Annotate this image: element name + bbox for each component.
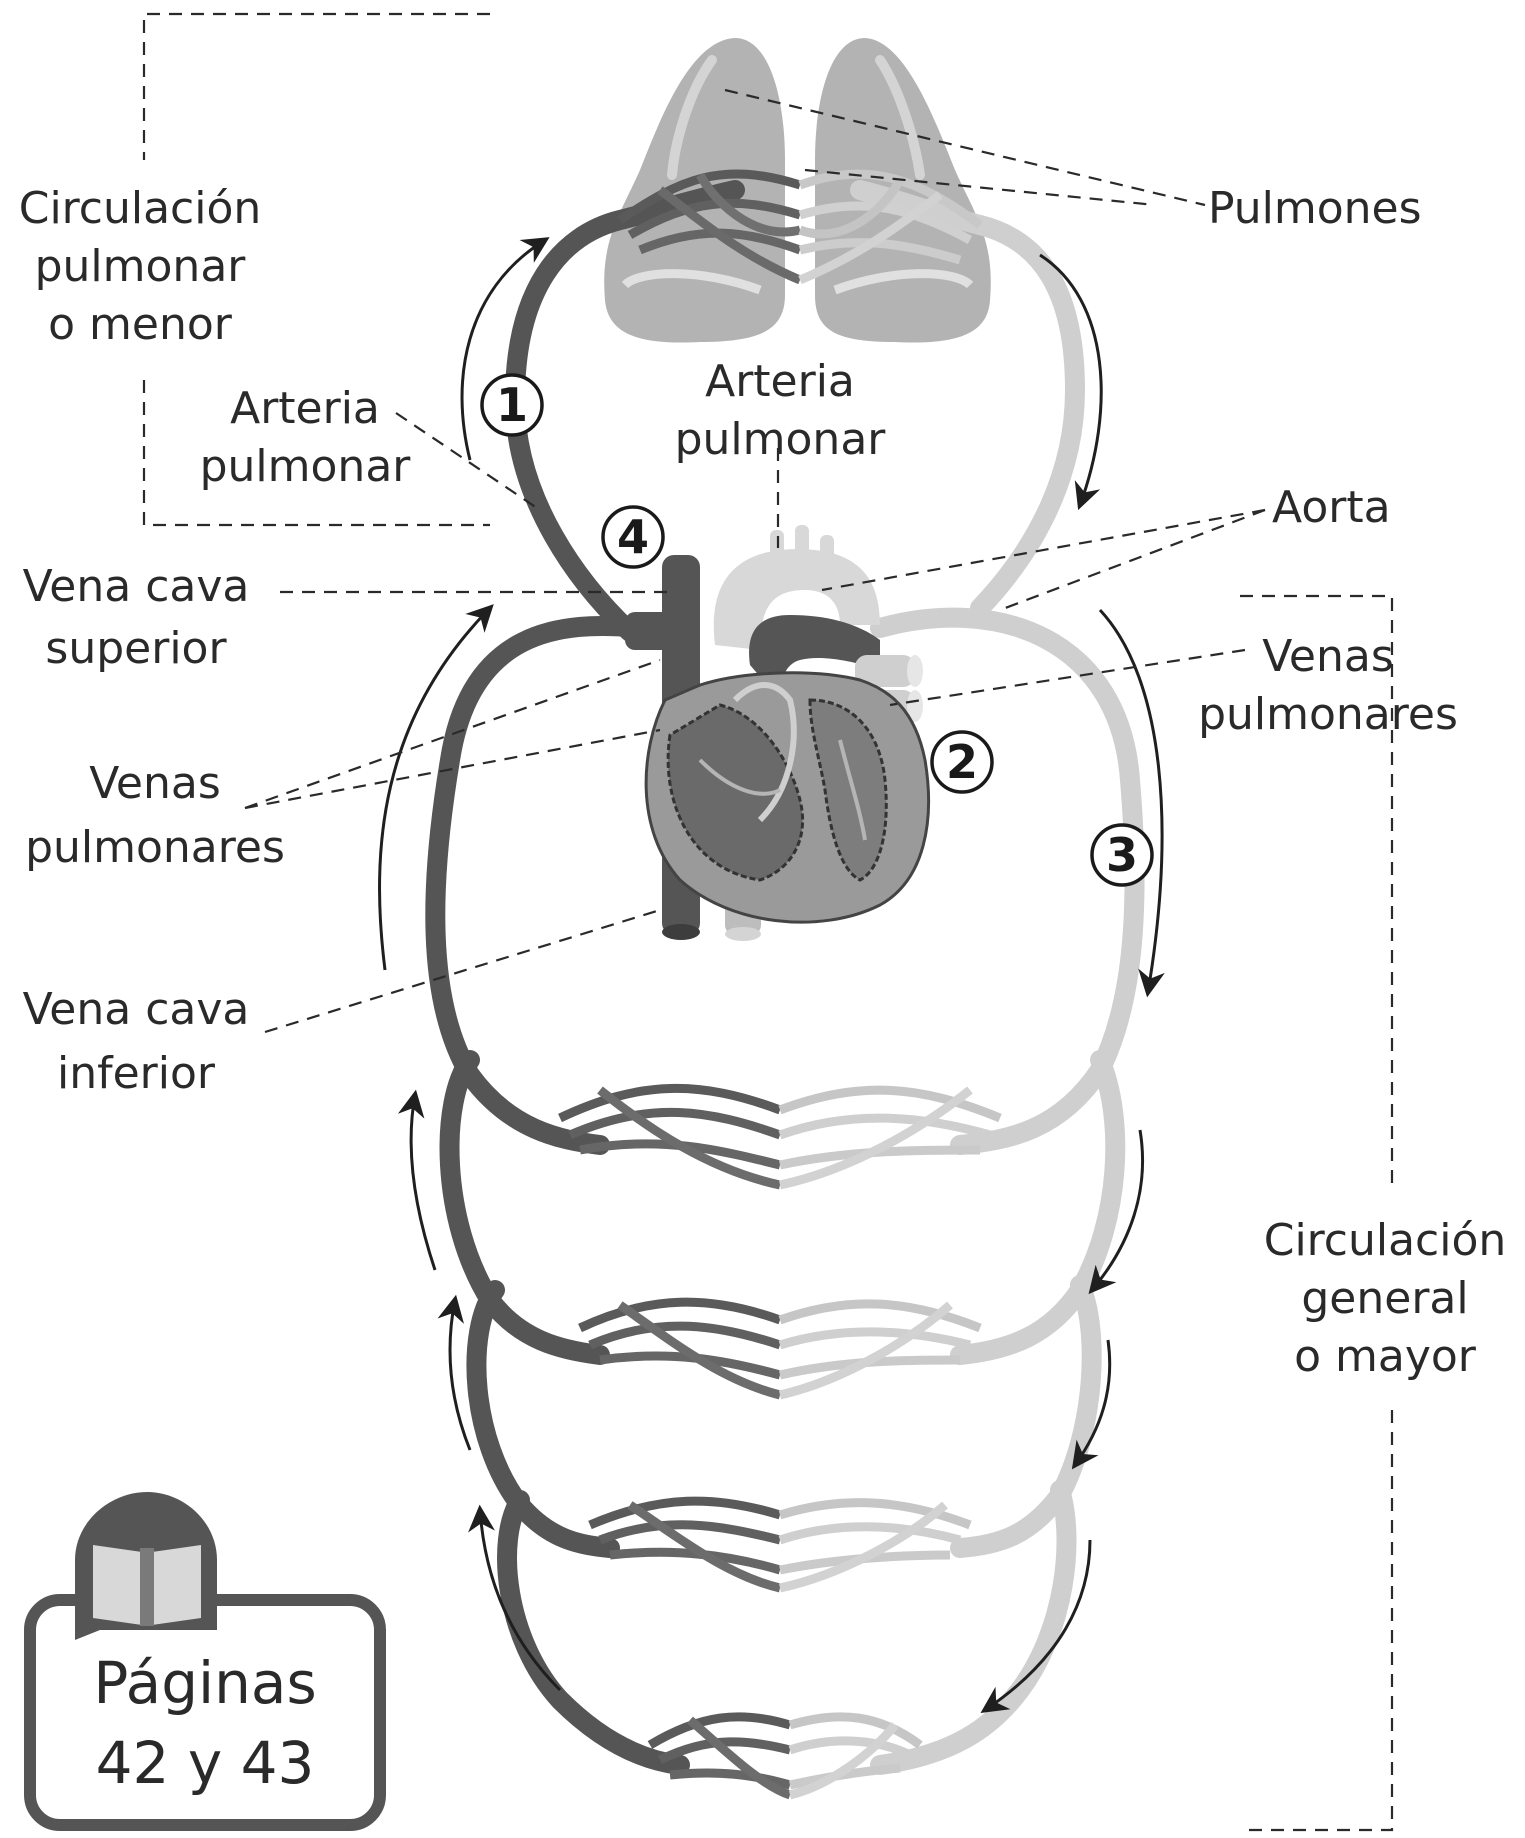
label-pulmones: Pulmones bbox=[1208, 180, 1422, 238]
label-arteria-pulmonar-left: Arteria pulmonar bbox=[185, 380, 425, 496]
step-3-number: 3 bbox=[1106, 828, 1138, 882]
right-lung bbox=[815, 38, 991, 343]
step-1-number: 1 bbox=[496, 378, 528, 432]
label-aorta: Aorta bbox=[1272, 479, 1391, 537]
step-2-marker: 2 bbox=[932, 732, 992, 792]
step-3-marker: 3 bbox=[1092, 825, 1152, 885]
step-2-number: 2 bbox=[946, 735, 978, 789]
book-icon bbox=[75, 1492, 217, 1640]
step-1-marker: 1 bbox=[482, 375, 542, 435]
reference-box-text: Páginas 42 y 43 bbox=[40, 1643, 370, 1803]
label-circulacion-general: Circulación general o mayor bbox=[1245, 1212, 1525, 1386]
label-arteria-pulmonar-center: Arteria pulmonar bbox=[655, 353, 905, 469]
step-4-marker: 4 bbox=[603, 507, 663, 567]
arrow-up-2 bbox=[411, 1095, 435, 1270]
label-vena-cava-superior: Vena cava superior bbox=[5, 556, 267, 680]
capillary-bed-3 bbox=[590, 1501, 970, 1588]
label-vena-cava-inferior: Vena cava inferior bbox=[5, 978, 267, 1106]
step-4-number: 4 bbox=[617, 510, 649, 564]
heart bbox=[625, 525, 929, 941]
capillary-bed-2 bbox=[580, 1302, 980, 1395]
label-venas-pulmonares-right: Venas pulmonares bbox=[1178, 628, 1478, 744]
capillary-bed-1 bbox=[560, 1088, 1000, 1185]
label-circulacion-pulmonar: Circulación pulmonar o menor bbox=[0, 180, 280, 354]
label-venas-pulmonares-left: Venas pulmonares bbox=[5, 752, 305, 880]
